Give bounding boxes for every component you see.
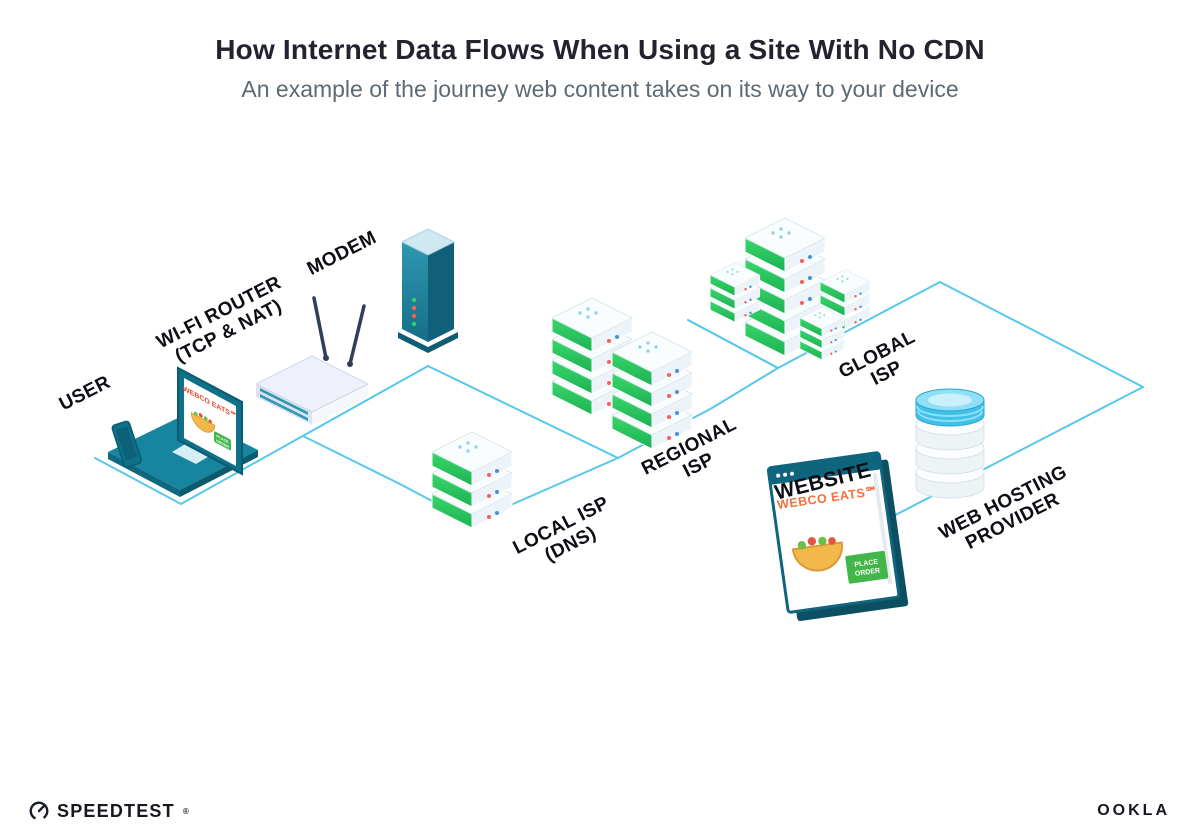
browser-scrollbar: [872, 472, 893, 585]
ookla-logo: OOKLA: [1097, 802, 1170, 820]
page-subtitle: An example of the journey web content ta…: [241, 76, 959, 102]
browser-title-bar: [769, 453, 881, 485]
laptop-button-line2: ORDER: [216, 439, 229, 450]
laptop-illustration: WEBCO EATS℠ PLACE ORDER: [108, 366, 258, 497]
ookla-wordmark: OOKLA: [1097, 802, 1170, 819]
page-title: How Internet Data Flows When Using a Sit…: [215, 34, 985, 65]
laptop-button-line1: PLACE: [216, 434, 229, 444]
phone-illustration: [111, 420, 142, 468]
browser-dot-icon: [783, 472, 788, 477]
web-hosting-illustration: [915, 388, 985, 499]
browser-dot-icon: [790, 471, 795, 476]
place-order-line2: ORDER: [855, 567, 881, 577]
wifi-router-illustration: [254, 296, 370, 425]
place-order-line1: PLACE: [854, 559, 879, 569]
website-window-illustration: WEBCO EATS℠ PLACE ORDER: [766, 451, 909, 621]
speedtest-logo: SPEEDTEST ®: [28, 800, 190, 822]
speedtest-gauge-icon: [29, 801, 49, 821]
place-order-button-graphic: [845, 550, 889, 584]
global-isp-servers-illustration: [710, 218, 870, 360]
line-user-to-modem: [94, 365, 429, 505]
modem-illustration: [398, 228, 458, 353]
regional-isp-servers-illustration: [552, 298, 692, 449]
line-global-to-hosting-website: [867, 281, 1144, 525]
local-isp-servers-illustration: [432, 432, 512, 528]
speedtest-wordmark: SPEEDTEST: [57, 800, 175, 821]
browser-dot-icon: [776, 473, 781, 478]
speedtest-registered-mark: ®: [182, 806, 190, 816]
laptop-order-button-graphic: [214, 431, 231, 451]
